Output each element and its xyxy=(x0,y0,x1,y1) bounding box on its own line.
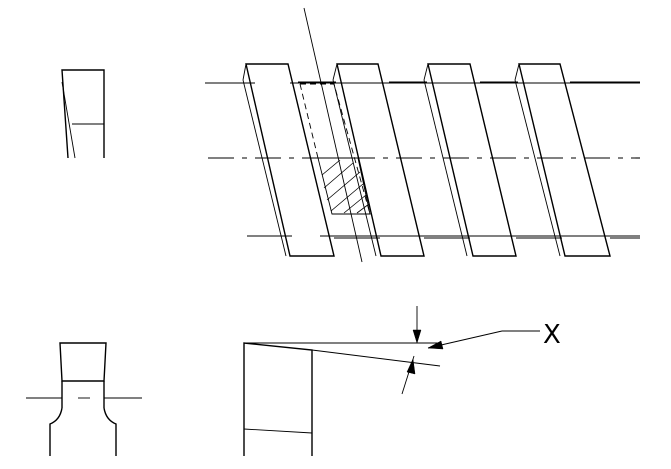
thread-flank-3 xyxy=(423,63,517,257)
thread-flank-4 xyxy=(514,63,611,257)
tool-axis-line xyxy=(303,7,363,263)
angle-label-x: X xyxy=(543,320,561,350)
tool-profile-view xyxy=(243,306,540,456)
tool-holder-view xyxy=(26,342,142,456)
thread-flank-2 xyxy=(332,63,425,257)
thread-flank-1 xyxy=(242,63,335,257)
cutting-tool xyxy=(299,83,371,215)
worm-thread-view xyxy=(205,7,640,263)
tool-end-view-top xyxy=(61,69,105,159)
